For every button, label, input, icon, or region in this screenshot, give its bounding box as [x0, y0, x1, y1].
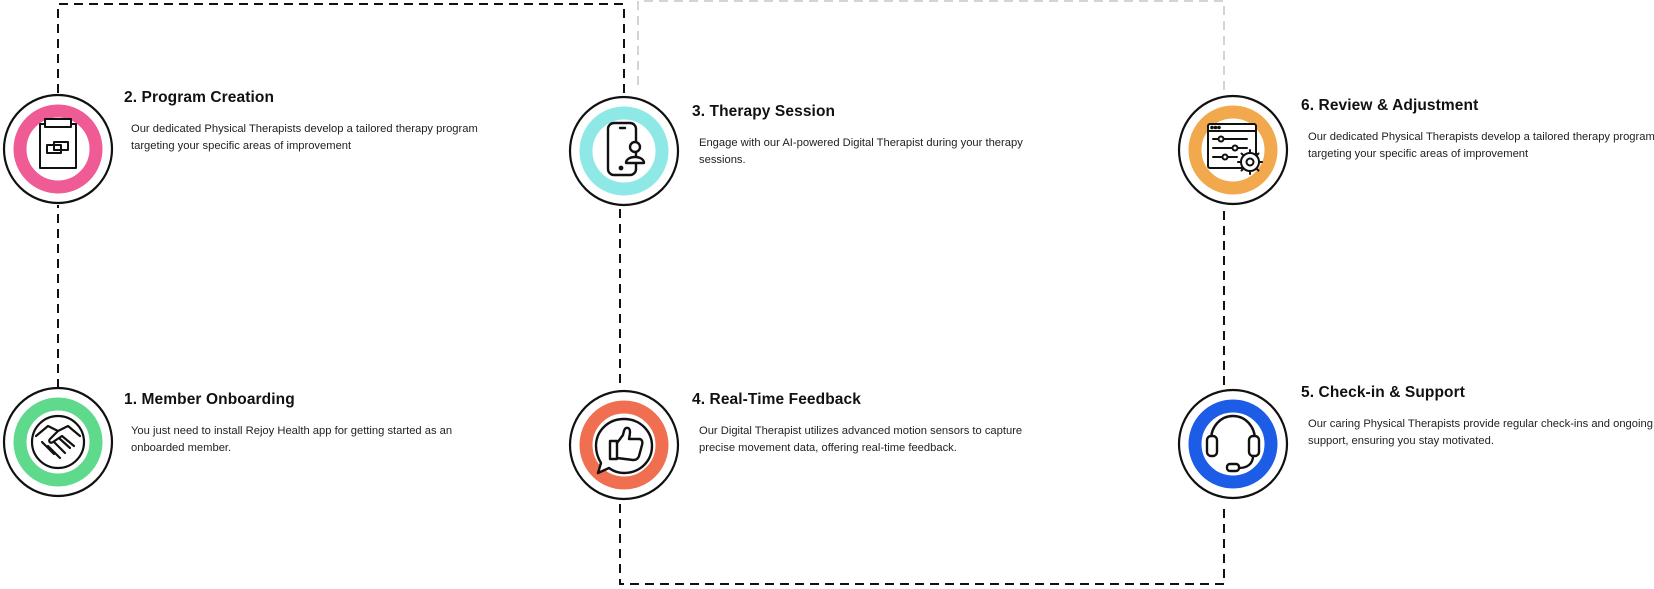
step-3-icon-badge [568, 95, 680, 207]
step-6: 6. Review & Adjustment Our dedicated Phy… [1301, 97, 1654, 163]
step-3: 3. Therapy Session Engage with our AI-po… [692, 103, 1052, 169]
handshake-icon [30, 414, 86, 470]
clipboard-icon [30, 118, 86, 177]
step-1-icon-badge [2, 386, 114, 498]
step-2-title: 2. Program Creation [124, 89, 275, 106]
step-6-title: 6. Review & Adjustment [1301, 97, 1479, 114]
step-1-description: You just need to install Rejoy Health ap… [131, 425, 453, 454]
step-1-title: 1. Member Onboarding [124, 391, 295, 408]
step-4: 4. Real-Time Feedback Our Digital Therap… [692, 391, 1052, 457]
connector-faded-top [637, 0, 1225, 94]
step-2-description: Our dedicated Physical Therapists develo… [131, 123, 478, 152]
step-4-title: 4. Real-Time Feedback [692, 391, 861, 408]
step-5-title: 5. Check-in & Support [1301, 384, 1466, 401]
step-2: 2. Program Creation Our dedicated Physic… [124, 89, 484, 155]
step-1: 1. Member Onboarding You just need to in… [124, 391, 484, 457]
step-5-description: Our caring Physical Therapists provide r… [1308, 418, 1653, 447]
step-6-description: Our dedicated Physical Therapists develo… [1308, 131, 1654, 160]
step-3-title: 3. Therapy Session [692, 103, 836, 120]
settings-window-icon [1204, 121, 1263, 179]
step-2-icon-badge [2, 93, 114, 205]
step-5-icon-badge [1177, 388, 1289, 500]
thumbs-up-icon [594, 417, 654, 475]
step-3-description: Engage with our AI-powered Digital Thera… [699, 137, 1023, 166]
step-5: 5. Check-in & Support Our caring Physica… [1301, 384, 1654, 450]
connector-2-3 [57, 3, 625, 95]
connector-4-5 [619, 503, 1225, 585]
step-4-description: Our Digital Therapist utilizes advanced … [699, 425, 1023, 454]
step-6-icon-badge [1177, 94, 1289, 206]
step-4-icon-badge [568, 389, 680, 501]
headset-icon [1205, 414, 1261, 473]
phone-user-icon [594, 121, 654, 181]
